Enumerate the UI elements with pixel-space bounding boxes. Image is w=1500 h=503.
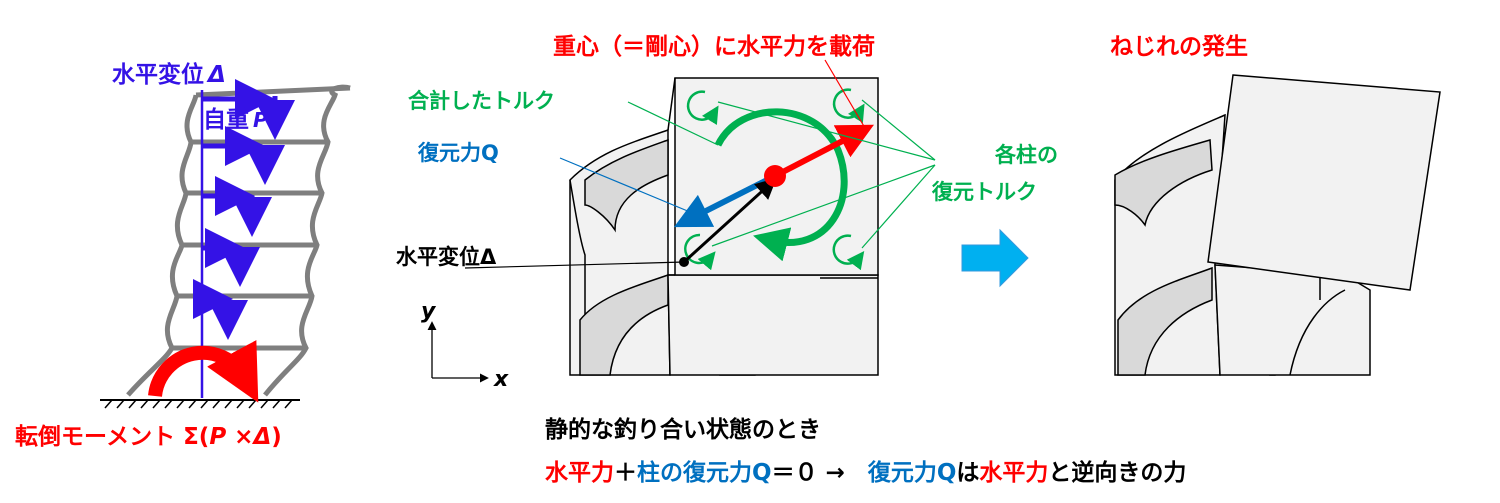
restoring-force-label: 復元力Q xyxy=(417,141,499,165)
load-title: 重心（＝剛心）に水平力を載荷 xyxy=(553,33,875,60)
transition-arrow xyxy=(961,228,1029,288)
overturning-moment-label: 転倒モーメント Σ(P ×Δ) xyxy=(15,423,282,450)
horizontal-force-arrow xyxy=(773,124,874,179)
column-torque-label-1: 各柱の xyxy=(994,143,1058,167)
caption-line-1: 静的な釣り合い状態のとき xyxy=(545,417,821,443)
caption-line-2: 水平力＋柱の復元力Q＝０ → 復元力Qは水平力と逆向きの力 xyxy=(545,453,1186,487)
column-torque-label-2: 復元トルク xyxy=(931,180,1037,204)
displacement-arrow xyxy=(682,177,777,264)
caption-plus: ＋ xyxy=(614,460,637,486)
twisted-building xyxy=(1114,74,1441,376)
axis-x-label: x xyxy=(493,367,509,392)
caption-restoring-force: 復元力Q xyxy=(867,460,957,486)
caption-horizontal-force: 水平力 xyxy=(545,460,614,486)
total-torque-label: 合計したトルク xyxy=(408,89,555,113)
caption-equals: ＝０ → xyxy=(771,460,868,486)
frame-right-column xyxy=(263,84,351,397)
deformed-frame xyxy=(100,79,351,409)
axis-y-label: y xyxy=(421,299,437,324)
twisted-top-square xyxy=(1207,74,1441,291)
xy-axes xyxy=(427,321,489,383)
caption-column-restoring: 柱の復元力Q xyxy=(637,460,772,486)
torsion-title: ねじれの発生 xyxy=(1110,34,1248,60)
center-of-mass-dot xyxy=(764,165,786,187)
caption-ha: は xyxy=(956,460,980,486)
caption-horizontal-force-2: 水平力 xyxy=(979,460,1049,486)
overturning-moment-arrow xyxy=(148,340,259,403)
frame-left-column xyxy=(126,94,199,397)
horizontal-disp-label: 水平変位Δ xyxy=(396,245,497,269)
caption-opposite: と逆向きの力 xyxy=(1048,460,1187,486)
